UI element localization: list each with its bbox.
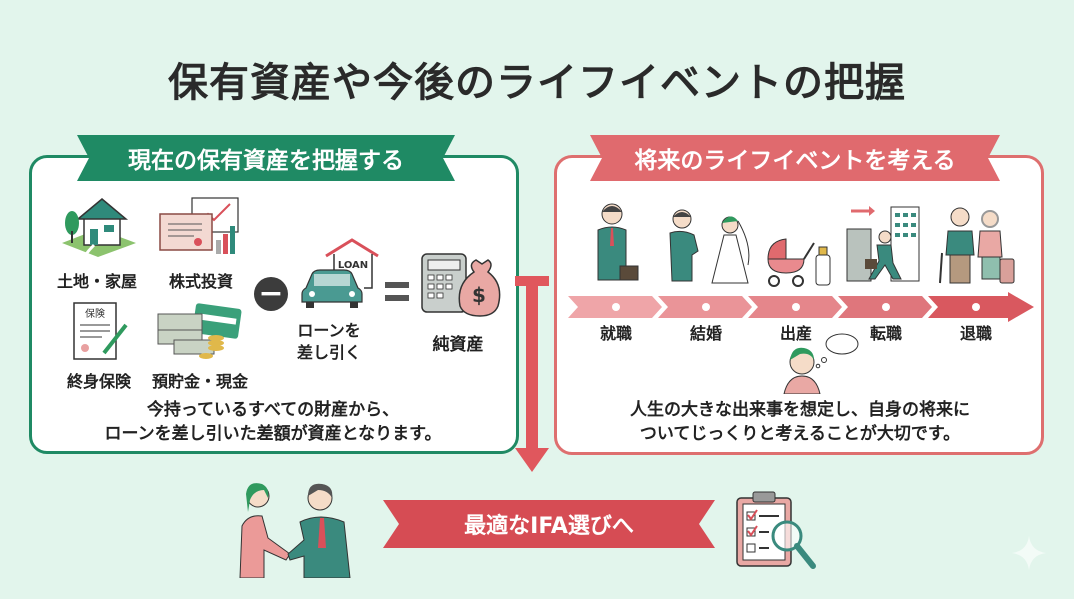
loan-car-house-icon: LOAN [301,238,379,308]
event-label: 出産 [779,324,812,343]
retired-couple-icon [939,207,1015,284]
life-events-description-line2: ついてじっくりと考えることが大切です。 [639,424,961,444]
event-label: 就職 [599,324,632,343]
wedding-couple-icon [669,209,750,284]
asset-label-insurance: 終身保険 [66,372,131,391]
ribbon-shape [77,135,455,181]
job-change-icon [846,206,920,282]
handshake-people-icon [239,483,351,578]
stock-certificate-icon [159,197,239,254]
asset-label-stocks: 株式投資 [168,272,233,291]
timeline-arrow [568,292,1034,322]
event-label: 転職 [869,324,902,343]
loan-label-line2: 差し引く [296,343,361,362]
house-icon [62,198,136,258]
asset-label-savings-cash: 預貯金・現金 [151,372,248,391]
loan-label-line1: ローンを [297,321,361,340]
assets-description-line2: ローンを差し引いた差額が資産となります。 [104,424,442,444]
cash-bank-card-icon [157,303,242,359]
life-events-heading-ribbon: 将来のライフイベントを考える [590,135,1000,181]
event-label: 退職 [959,324,992,343]
loan-tag: LOAN [338,260,368,271]
thinking-woman-icon [783,333,859,394]
svg-text:保険: 保険 [85,307,105,320]
life-events-description-line1: 人生の大きな出来事を想定し、自身の将来に [630,400,970,420]
life-events-heading: 将来のライフイベントを考える [634,148,956,174]
asset-label-land-house: 土地・家屋 [57,272,138,291]
minus-icon: − [254,277,288,311]
calculator-money-bag-icon: $ [421,253,501,317]
businessman-icon [597,203,639,281]
page-title: 保有資産や今後のライフイベントの把握 [168,60,906,106]
assets-description-line1: 今持っているすべての財産から、 [146,400,400,420]
insurance-document-icon: 保険 [73,302,128,360]
cta-ribbon-shape [383,500,715,548]
assets-heading-ribbon: 現在の保有資産を把握する [77,135,455,181]
down-arrow-connector [515,276,549,472]
life-events-description: 人生の大きな出来事を想定し、自身の将来に ついてじっくりと考えることが大切です。 [565,398,1035,446]
checklist-magnifier-icon [736,491,816,569]
baby-stroller-icon [767,238,831,287]
assets-heading: 現在の保有資産を把握する [128,148,404,174]
event-label: 結婚 [689,324,722,343]
equals-icon [385,282,409,302]
loan-label: ローンを 差し引く [289,320,369,364]
choose-ifa-button[interactable]: 最適なIFA選びへ [383,500,715,548]
ribbon-shape [590,135,1000,181]
sparkle-icon [1012,536,1046,570]
cta-label: 最適なIFA選びへ [464,514,634,539]
dollar-sign: $ [472,283,486,307]
assets-description: 今持っているすべての財産から、 ローンを差し引いた差額が資産となります。 [40,398,506,446]
net-assets-label: 純資産 [432,335,484,355]
